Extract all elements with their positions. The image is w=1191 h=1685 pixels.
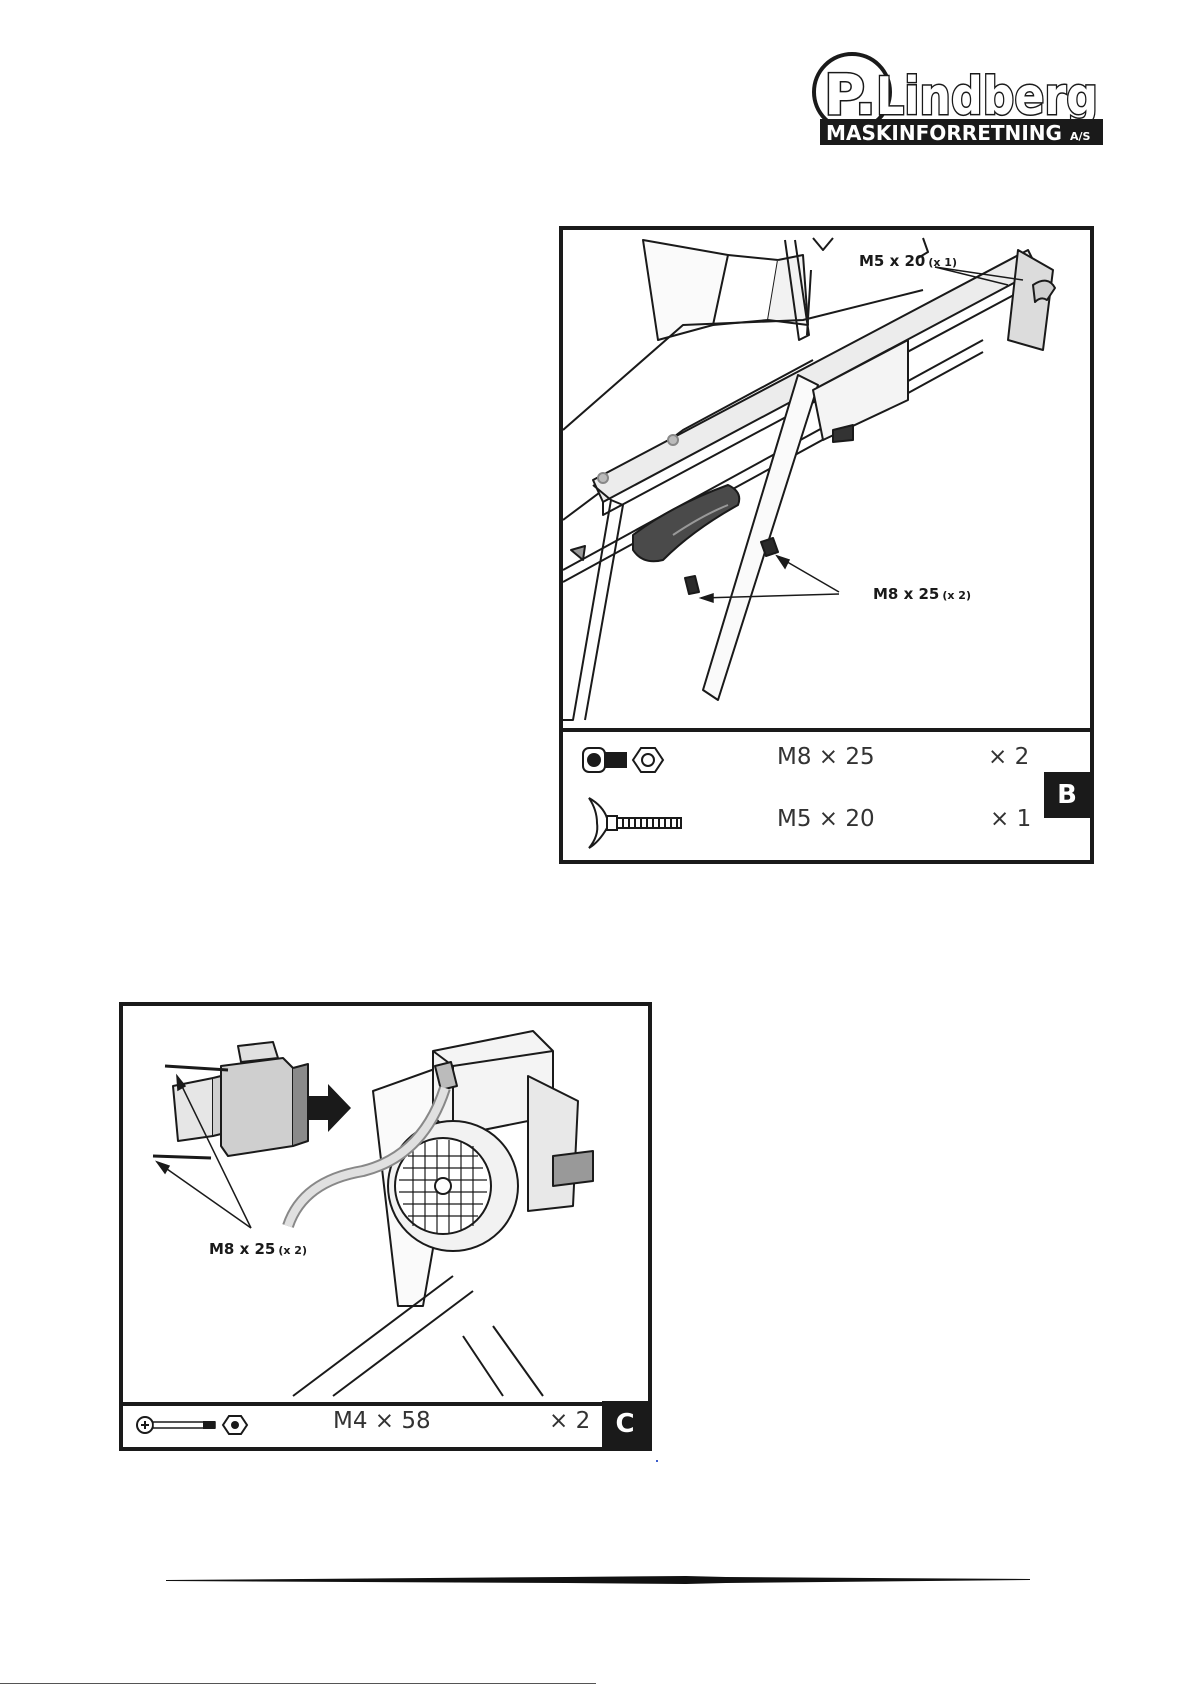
svg-text:P.: P.: [824, 63, 876, 128]
callout-qty: (x 2): [942, 589, 971, 602]
part-spec: M4 × 58: [333, 1408, 431, 1434]
part-spec: M5 × 20: [777, 806, 875, 832]
part-row: M4 × 58 × 2: [123, 1402, 602, 1447]
step-badge-b: B: [1044, 772, 1090, 818]
part-row: M5 × 20 × 1: [563, 790, 1044, 852]
assembly-step-c-panel: M8 x 25(x 2) M4 × 58 × 2 C: [119, 1002, 652, 1451]
saw-frame-assembly-illustration: M5 x 20(x 1) M8 x 25(x 2): [563, 230, 1090, 732]
callout-label: M5 x 20: [859, 252, 925, 270]
callout-qty: (x 1): [928, 256, 957, 269]
part-count: × 2: [988, 744, 1029, 770]
callout-label: M8 x 25: [209, 1240, 275, 1258]
part-count: × 2: [549, 1408, 590, 1434]
part-spec: M8 × 25: [777, 744, 875, 770]
part-row: M8 × 25 × 2: [563, 734, 1044, 786]
page-bottom-line: [0, 1683, 596, 1684]
callout-label: M8 x 25: [873, 585, 939, 603]
svg-text:Lindberg: Lindberg: [876, 67, 1098, 127]
assembly-step-b-panel: M5 x 20(x 1) M8 x 25(x 2) M8 × 25 × 2: [559, 226, 1094, 864]
stray-mark: [656, 1460, 658, 1462]
company-logo: P. Lindberg MASKINFORRETNING A/S: [806, 52, 1103, 148]
wing-screw-icon: [581, 792, 691, 852]
footer-rule: [166, 1576, 1030, 1584]
svg-text:A/S: A/S: [1070, 130, 1091, 143]
callout-m5-x20: M5 x 20(x 1): [859, 252, 957, 270]
callout-m8-x25: M8 x 25(x 2): [209, 1240, 307, 1258]
parts-list-c: M4 × 58 × 2 C: [123, 1402, 648, 1447]
step-badge-c: C: [602, 1401, 648, 1447]
long-screw-and-nut-icon: [133, 1412, 253, 1438]
bolt-and-nut-icon: [581, 742, 671, 778]
parts-list-b: M8 × 25 × 2 M5 × 20: [563, 728, 1090, 860]
part-count: × 1: [990, 806, 1031, 832]
callout-qty: (x 2): [278, 1244, 307, 1257]
motor-connector-illustration: M8 x 25(x 2): [123, 1006, 648, 1406]
svg-text:MASKINFORRETNING: MASKINFORRETNING: [826, 121, 1062, 145]
callout-m8-x25: M8 x 25(x 2): [873, 585, 971, 603]
